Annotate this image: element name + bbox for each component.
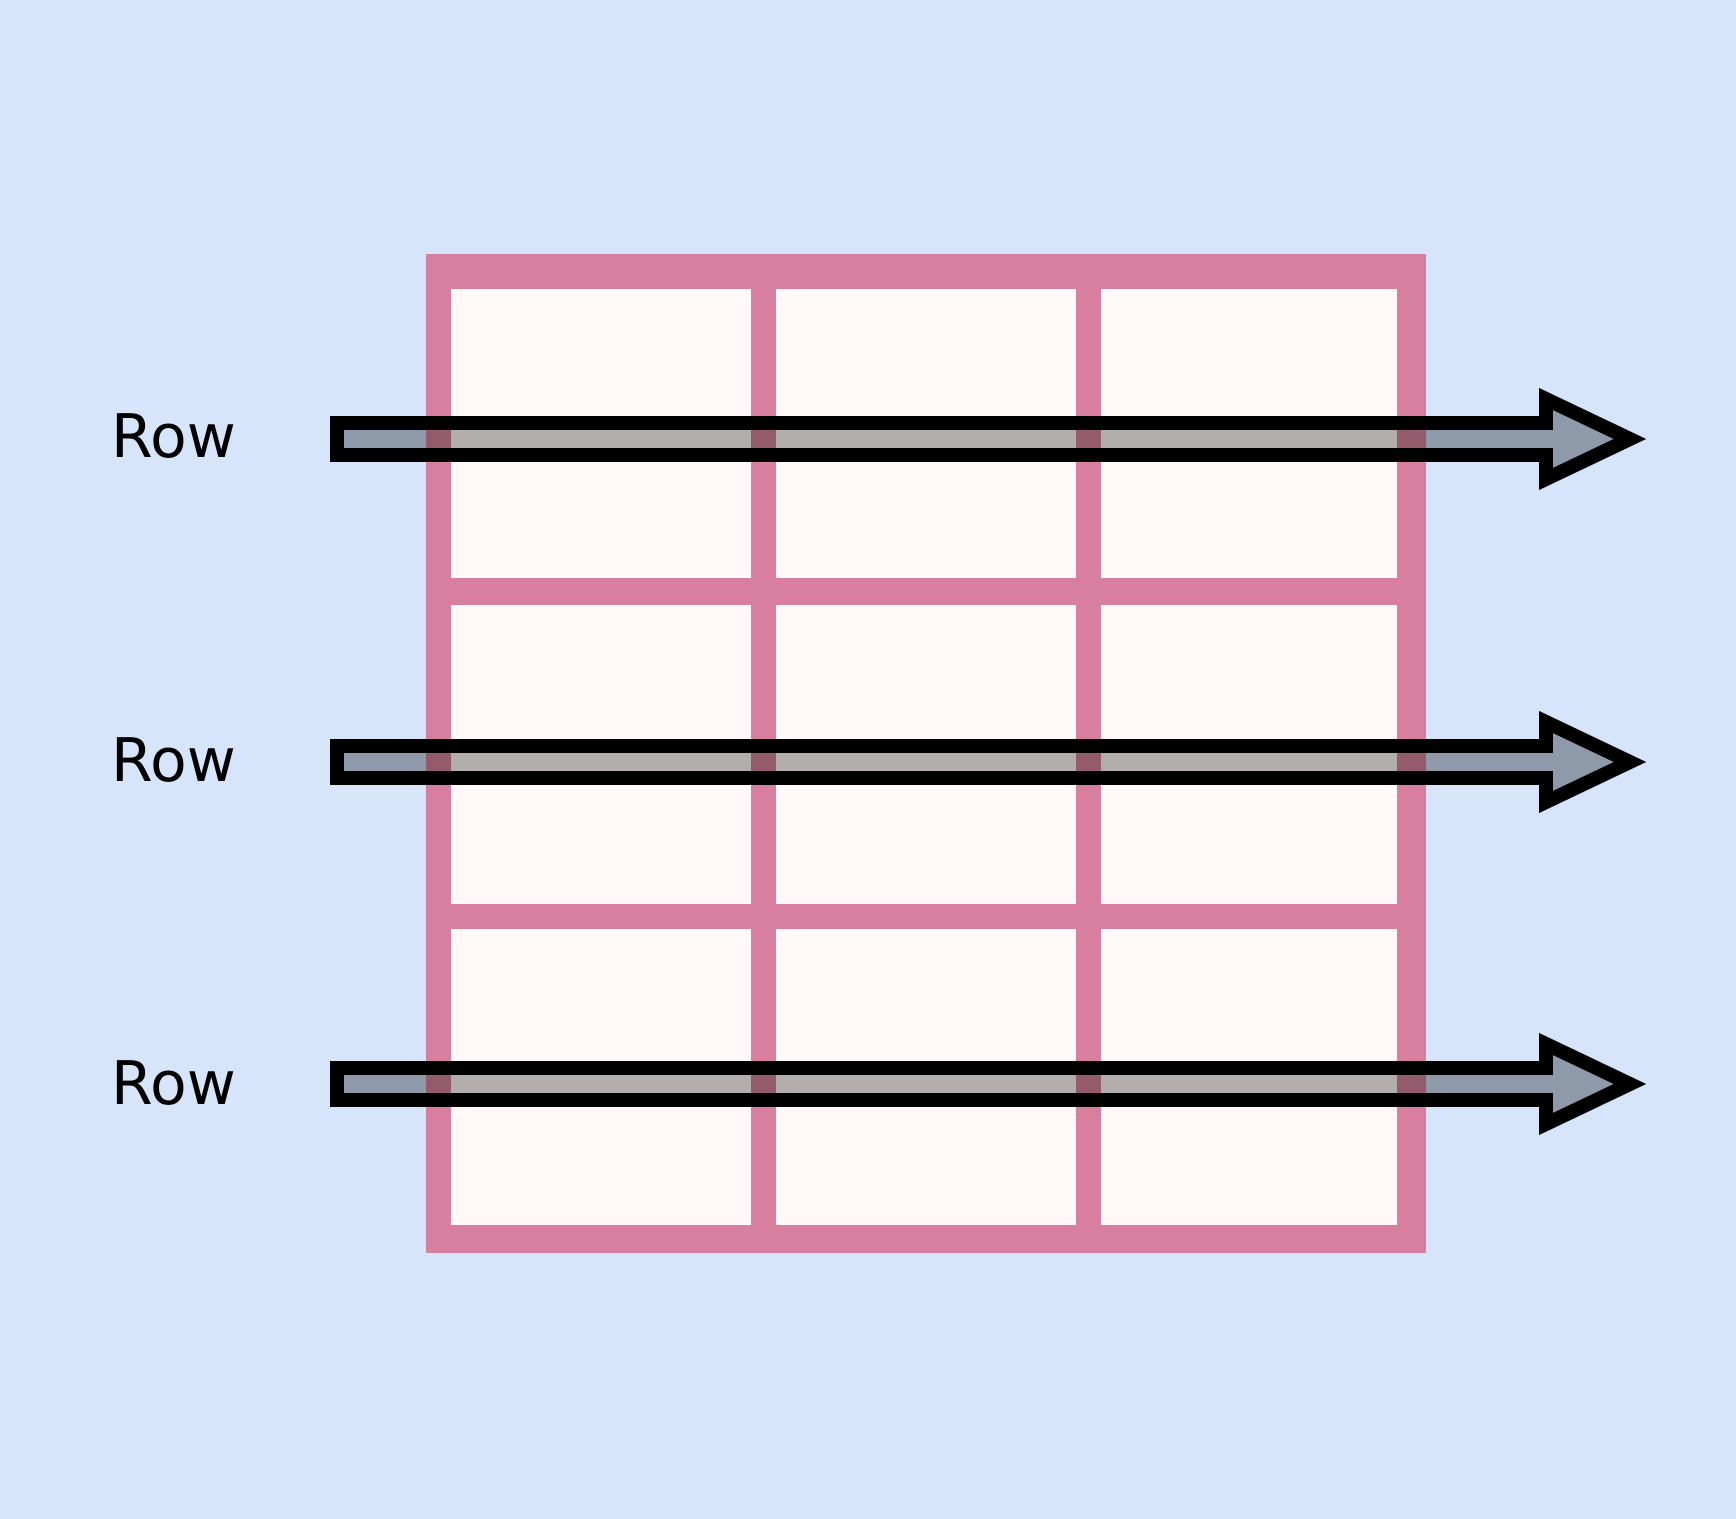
row-arrow-1 xyxy=(330,387,1647,491)
row-arrow-gridline-crossing-4 xyxy=(1397,753,1426,771)
row-arrow-gridline-crossing-2 xyxy=(751,430,776,448)
row-arrow-grid-overlap xyxy=(426,753,1426,771)
row-arrow-gridline-crossing-1 xyxy=(426,1075,451,1093)
row-arrows xyxy=(330,387,1647,1136)
row-arrow-gridline-crossing-4 xyxy=(1397,1075,1426,1093)
row-arrow-2 xyxy=(330,710,1647,814)
row-labels: Row Row Row xyxy=(111,402,236,1119)
row-arrow-gridline-crossing-4 xyxy=(1397,430,1426,448)
row-arrow-gridline-crossing-1 xyxy=(426,753,451,771)
row-arrow-gridline-crossing-3 xyxy=(1076,753,1101,771)
row-arrow-gridline-crossing-2 xyxy=(751,753,776,771)
row-arrow-gridline-crossing-3 xyxy=(1076,430,1101,448)
row-label-2: Row xyxy=(111,726,236,796)
row-arrow-3 xyxy=(330,1032,1647,1136)
row-arrow-grid-overlap xyxy=(426,1075,1426,1093)
row-label-1: Row xyxy=(111,402,236,472)
row-arrow-gridline-crossing-3 xyxy=(1076,1075,1101,1093)
row-arrow-gridline-crossing-1 xyxy=(426,430,451,448)
row-arrow-grid-overlap xyxy=(426,430,1426,448)
row-label-3: Row xyxy=(111,1049,236,1119)
row-arrow-gridline-crossing-2 xyxy=(751,1075,776,1093)
